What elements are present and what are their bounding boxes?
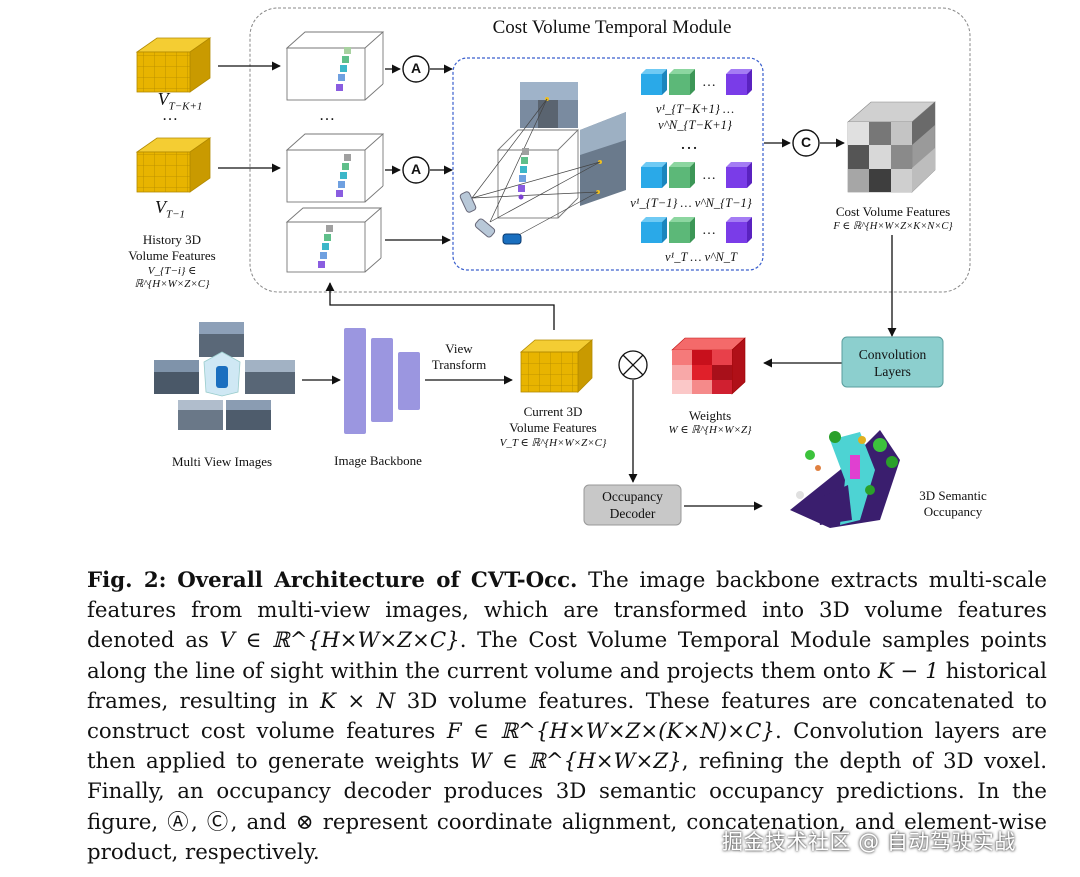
caption-math-5: W ∈ ℝ^{H×W×Z} xyxy=(469,749,682,775)
multi-view-label: Multi View Images xyxy=(171,454,273,469)
align-label-1: A xyxy=(410,60,422,76)
caption-text-4: 3D volume features. These features are c… xyxy=(87,688,1047,745)
architecture-figure: Cost Volume Temporal Module VT−K+1 … VT−… xyxy=(128,7,987,528)
history-top-label: VT−K+1 xyxy=(157,89,203,113)
caption-math-1: V ∈ ℝ^{H×W×Z×C} xyxy=(219,628,460,654)
watermark: 掘金技术社区 @ 自动驾驶实战 xyxy=(722,830,1016,854)
feature-row-mid-ellipsis: … xyxy=(680,133,698,153)
semantic-occupancy-map xyxy=(790,430,900,528)
feature-row2-label: v¹_{T−1} … v^N_{T−1} xyxy=(630,196,752,210)
image-backbone xyxy=(344,328,420,434)
figure-canvas xyxy=(135,7,971,528)
caption-fig-label: Fig. 2: xyxy=(87,568,167,593)
row1-ellipsis: … xyxy=(702,75,716,90)
sample-points-2 xyxy=(336,154,351,197)
weights-cube xyxy=(671,337,746,395)
sample-points-3 xyxy=(318,225,333,268)
caption-math-2: K − 1 xyxy=(877,658,939,684)
feature-row3-label: v¹_T … v^N_T xyxy=(665,250,737,264)
concat-label: C xyxy=(800,134,812,150)
history-caption: History 3D Volume Features V_{T−i} ∈ ℝ^{… xyxy=(128,232,216,291)
caption-fig-title: Overall Architecture of CVT-Occ. xyxy=(177,568,578,593)
cost-volume-label: Cost Volume Features F ∈ ℝ^{H×W×Z×K×N×C} xyxy=(833,204,953,233)
caption-sym-a: Ⓐ xyxy=(167,809,191,835)
caption-sym-x: ⊗ xyxy=(295,809,314,835)
align-label-2: A xyxy=(410,161,422,177)
weights-label: Weights W ∈ ℝ^{H×W×Z} xyxy=(668,408,752,437)
current-volume-label: Current 3D Volume Features V_T ∈ ℝ^{H×W×… xyxy=(499,404,607,449)
view-transform-label: View Transform xyxy=(431,341,487,373)
caption-text-9: represent coordinate alignment, concaten… xyxy=(87,809,1047,865)
align-circle-1 xyxy=(402,55,430,83)
sample-points-1 xyxy=(336,47,351,91)
align-circle-2 xyxy=(402,156,430,184)
projection-cube xyxy=(496,129,580,219)
projection-rays xyxy=(471,98,601,238)
current-voxel xyxy=(519,339,594,393)
figure-caption: Fig. 2: Overall Architecture of CVT-Occ.… xyxy=(87,566,1047,868)
caption-text-2: . The Cost Volume Temporal Module sample… xyxy=(87,628,1047,684)
history-ellipsis: … xyxy=(162,107,178,124)
row2-ellipsis: … xyxy=(702,168,716,183)
wire-cube-3 xyxy=(285,207,383,273)
wire-ellipsis: … xyxy=(319,107,335,124)
caption-math-4: F ∈ ℝ^{H×W×Z×(K×N)×C} xyxy=(446,719,775,745)
feature-row-2 xyxy=(641,162,752,188)
feature-sampling-box xyxy=(452,57,764,271)
history-voxel-top xyxy=(135,37,212,93)
caption-text-7: , xyxy=(190,809,207,835)
history-voxel-bottom xyxy=(135,137,212,193)
occupancy-label: 3D Semantic Occupancy xyxy=(919,488,987,520)
module-title: Cost Volume Temporal Module xyxy=(492,17,732,38)
history-bottom-label: VT−1 xyxy=(154,197,186,221)
backbone-label: Image Backbone xyxy=(334,453,422,468)
caption-sym-c: Ⓒ xyxy=(206,809,231,835)
car-icons xyxy=(459,191,522,245)
multi-view-images xyxy=(154,322,295,430)
sample-points-center xyxy=(518,148,529,200)
decoder-label: Occupancy Decoder xyxy=(602,489,663,521)
caption-math-3: K × N xyxy=(320,688,396,714)
feature-row-3 xyxy=(641,217,752,243)
camera-image-side xyxy=(580,112,626,206)
caption-text-1: The image backbone extracts multi-scale … xyxy=(87,568,1047,654)
feature-row1-label: v¹_{T−K+1} … v^N_{T−K+1} xyxy=(655,102,735,132)
decoder-box xyxy=(583,484,682,526)
module-boundary xyxy=(249,7,971,293)
wire-cube-2 xyxy=(285,133,385,203)
camera-image-front xyxy=(520,82,578,128)
caption-text-3: historical frames, resulting in xyxy=(87,658,1047,714)
feature-row-1 xyxy=(641,69,752,95)
conv-label: Convolution Layers xyxy=(858,347,927,379)
conv-box xyxy=(841,336,944,388)
caption-text-5: . Convolution layers are then applied to… xyxy=(87,719,1048,775)
concat-circle xyxy=(792,129,820,157)
caption-text-8: , and xyxy=(230,809,296,835)
wire-cube-1 xyxy=(285,31,385,101)
caption-text-6: , refining the depth of 3D voxel. Finall… xyxy=(87,749,1047,835)
cost-volume-cube xyxy=(847,101,936,193)
row3-ellipsis: … xyxy=(702,223,716,238)
